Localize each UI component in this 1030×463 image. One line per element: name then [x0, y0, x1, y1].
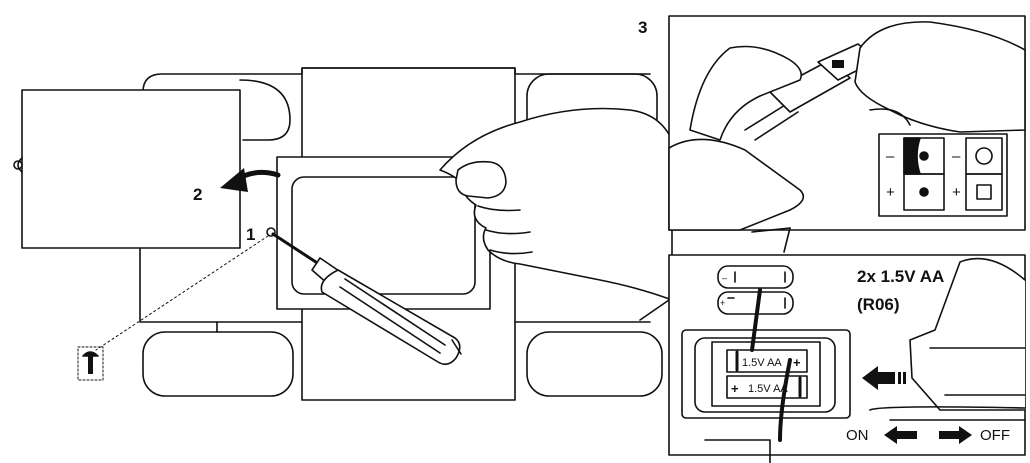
switch-off-label: OFF: [980, 427, 1010, 444]
battery-cover: [13, 89, 241, 249]
step-3-label: 3: [638, 18, 648, 37]
battery-spec: 2x 1.5V AA (R06): [857, 263, 944, 319]
battery-compartment: [266, 156, 491, 310]
curved-arrow-icon: [220, 168, 281, 192]
step-1-label: 1: [246, 225, 256, 244]
polarity-minus-right: –: [952, 148, 961, 165]
battery-minus-top: –: [722, 273, 727, 283]
battery-cell-top-plus: +: [793, 355, 801, 370]
battery-cell-bottom-plus: +: [731, 381, 739, 396]
switch-on-label: ON: [846, 427, 869, 444]
wheel-well-right: [526, 331, 663, 397]
battery-cell-top-label: 1.5V AA: [742, 357, 782, 369]
aa-battery-icon: [717, 265, 794, 315]
battery-spec-line1: 2x 1.5V AA: [857, 267, 945, 286]
screw-guide-line: [95, 235, 269, 351]
wheel-well-left: [142, 331, 294, 397]
hand-icon: [439, 107, 673, 301]
battery-plus-bottom: +: [720, 298, 725, 308]
arrow-left-icon: [884, 426, 917, 444]
panel-connector: [668, 15, 1026, 233]
screw-hole: [266, 227, 276, 237]
polarity-diagram: [878, 133, 1008, 217]
step-2-label: 2: [193, 185, 203, 204]
screw-icon: [77, 346, 104, 381]
battery-spec-line2: (R06): [857, 295, 900, 314]
panel-batteries: [668, 254, 1026, 463]
screwdriver-icon: [271, 232, 462, 366]
battery-cell-bottom-label: 1.5V AA: [748, 383, 788, 395]
insert-arrow-icon: [862, 366, 906, 390]
arrow-right-icon: [939, 426, 972, 444]
polarity-plus-left: +: [886, 184, 895, 201]
polarity-minus-left: –: [886, 148, 895, 165]
polarity-plus-right: +: [952, 184, 961, 201]
